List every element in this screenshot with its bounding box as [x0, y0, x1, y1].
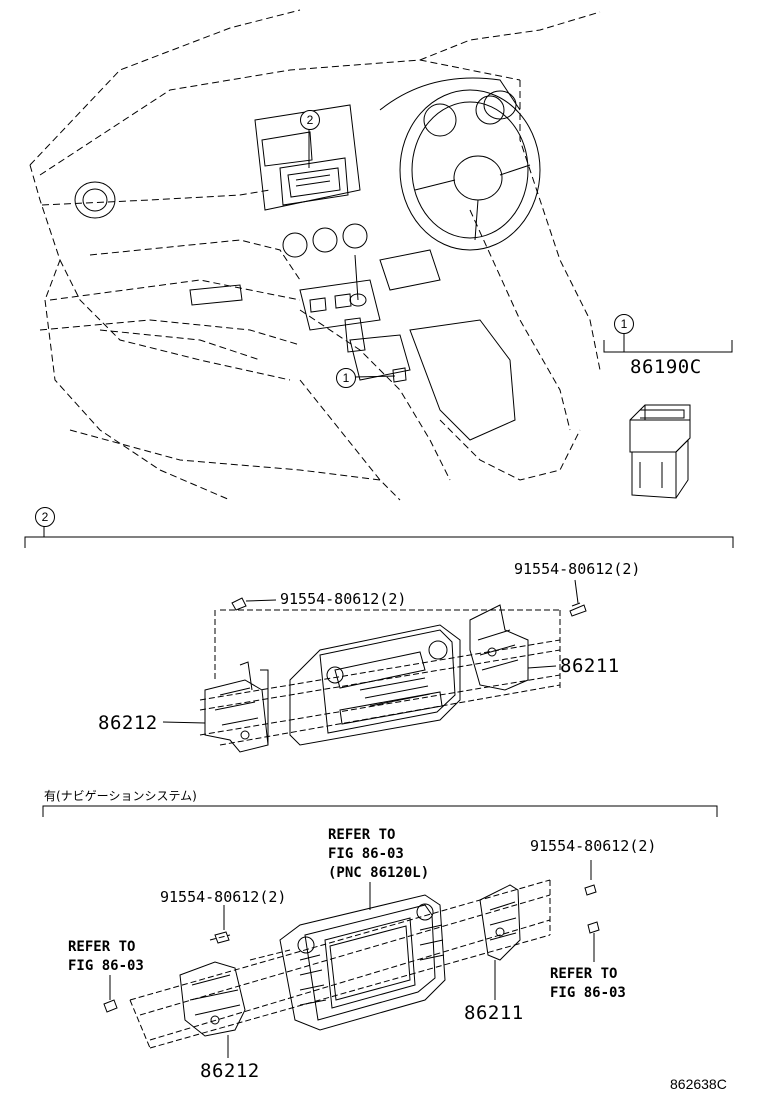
- refer-top-line-1: REFER TO: [328, 827, 396, 843]
- section-nav-frame: [42, 805, 718, 817]
- leader-bolt-right: [574, 579, 579, 604]
- dashboard-solid-details: [74, 77, 541, 441]
- section-1-frame: [603, 333, 733, 353]
- bolt-label-left: 91554-80612(2): [280, 590, 407, 608]
- leader-86211: [527, 665, 557, 669]
- refer-right-note: REFER TO FIG 86-03: [550, 965, 626, 1003]
- bolt-label-right-nav: 91554-80612(2): [530, 837, 657, 855]
- bolt-label-right: 91554-80612(2): [514, 560, 641, 578]
- audio-unit-drawing: [199, 597, 587, 753]
- bolt-label-left-nav: 91554-80612(2): [160, 888, 287, 906]
- bracket-86211-label: 86211: [560, 655, 620, 677]
- section-2-frame: [24, 526, 734, 548]
- part-86190c-label: 86190C: [630, 356, 702, 378]
- refer-top-line-3: (PNC 86120L): [328, 865, 430, 881]
- bracket-86212-nav-label: 86212: [200, 1060, 260, 1082]
- bracket-86212-label: 86212: [98, 712, 158, 734]
- refer-top-note: REFER TO FIG 86-03 (PNC 86120L): [328, 826, 429, 883]
- callout-2-circle: 2: [300, 110, 320, 130]
- navigation-unit-drawing: [103, 879, 600, 1049]
- refer-top-line-2: FIG 86-03: [328, 846, 404, 862]
- section-2-callout: 2: [35, 507, 55, 527]
- section-nav-header: 有(ナビゲーションシステム): [44, 789, 197, 803]
- refer-right-line-2: FIG 86-03: [550, 985, 626, 1001]
- dashboard-overview-drawing: [29, 9, 601, 501]
- refer-left-line-2: FIG 86-03: [68, 958, 144, 974]
- refer-right-line-1: REFER TO: [550, 966, 618, 982]
- callout-1-circle: 1: [336, 368, 356, 388]
- leader-86212: [162, 721, 206, 724]
- refer-left-line-1: REFER TO: [68, 939, 136, 955]
- switch-86190c-drawing: [629, 404, 691, 499]
- section-1-callout: 1: [614, 314, 634, 334]
- leader-bolt-left: [245, 599, 277, 602]
- callout-1-leader: [354, 375, 396, 378]
- figure-id: 862638C: [670, 1076, 727, 1092]
- refer-left-note: REFER TO FIG 86-03: [68, 938, 144, 976]
- bracket-86211-nav-label: 86211: [464, 1002, 524, 1024]
